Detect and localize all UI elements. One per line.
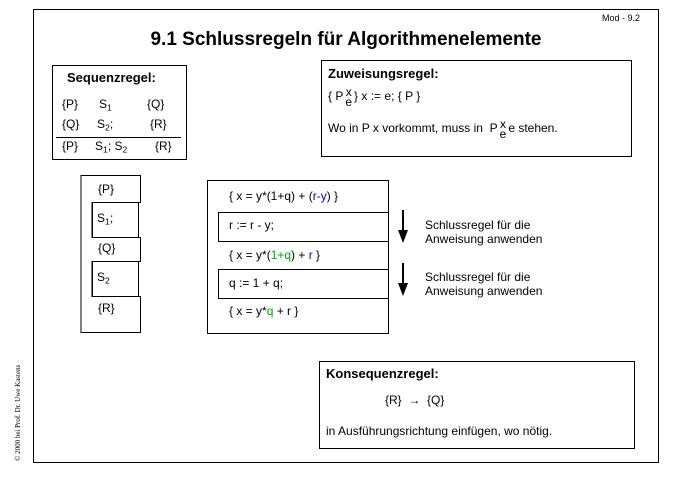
consequence-rule-box	[319, 361, 635, 449]
block-s1: S1;	[97, 211, 114, 227]
consequence-rule-heading: Konsequenzregel:	[326, 366, 439, 381]
sequence-rule-box	[52, 65, 187, 160]
seq-divider	[56, 137, 181, 138]
statement-2: q := 1 + q;	[229, 276, 284, 290]
page-title: 9.1 Schlussregeln für Algorithmenelement…	[150, 29, 542, 50]
sequence-block-diagram	[80, 175, 141, 333]
seq-row2-pre: {Q}	[62, 117, 80, 131]
seq-row3-pre: {P}	[62, 139, 79, 153]
block-q: {Q}	[98, 241, 116, 255]
block-diagram-statements-2	[92, 261, 139, 297]
page-id: Mod - 9.2	[601, 13, 640, 23]
right-arrow-icon: →	[408, 393, 421, 407]
consequence-formula: {R} → {Q}	[385, 393, 445, 407]
block-p: {P}	[98, 182, 115, 196]
copyright-notice: © 2000 bei Prof. Dr. Uwe Kastens	[14, 364, 22, 461]
down-arrow-icon-2	[398, 263, 408, 296]
seq-row1-stmt: S1	[99, 97, 112, 113]
slide-frame	[33, 9, 659, 463]
seq-row1-pre: {P}	[62, 97, 79, 111]
block-s1-leftedge	[92, 202, 93, 238]
sequence-rule-heading: Sequenzregel:	[67, 70, 156, 85]
assertion-3: { x = y*q + r }	[229, 304, 299, 318]
seq-row1-post: {Q}	[147, 97, 165, 111]
block-diagram-statements	[92, 202, 139, 238]
block-s2: S2	[97, 270, 110, 286]
seq-row2-post: {R}	[150, 117, 167, 131]
statement-1: r := r - y;	[229, 218, 274, 232]
seq-row3-post: {R}	[155, 139, 172, 153]
assignment-rule-box	[321, 60, 632, 157]
block-r: {R}	[98, 301, 115, 315]
seq-row3-stmts: S1; S2	[95, 139, 128, 155]
assignment-rule-heading: Zuweisungsregel:	[328, 66, 439, 81]
assertion-2: { x = y*(1+q) + r }	[229, 248, 321, 262]
consequence-explanation: in Ausführungsrichtung einfügen, wo nöti…	[326, 424, 553, 438]
assertion-1: { x = y*(1+q) + (r-y) }	[229, 189, 339, 203]
example-block-diagram	[207, 180, 389, 334]
down-arrow-icon	[398, 210, 408, 243]
seq-row2-stmt: S2;	[97, 117, 114, 133]
block-s2-leftedge	[92, 261, 93, 297]
